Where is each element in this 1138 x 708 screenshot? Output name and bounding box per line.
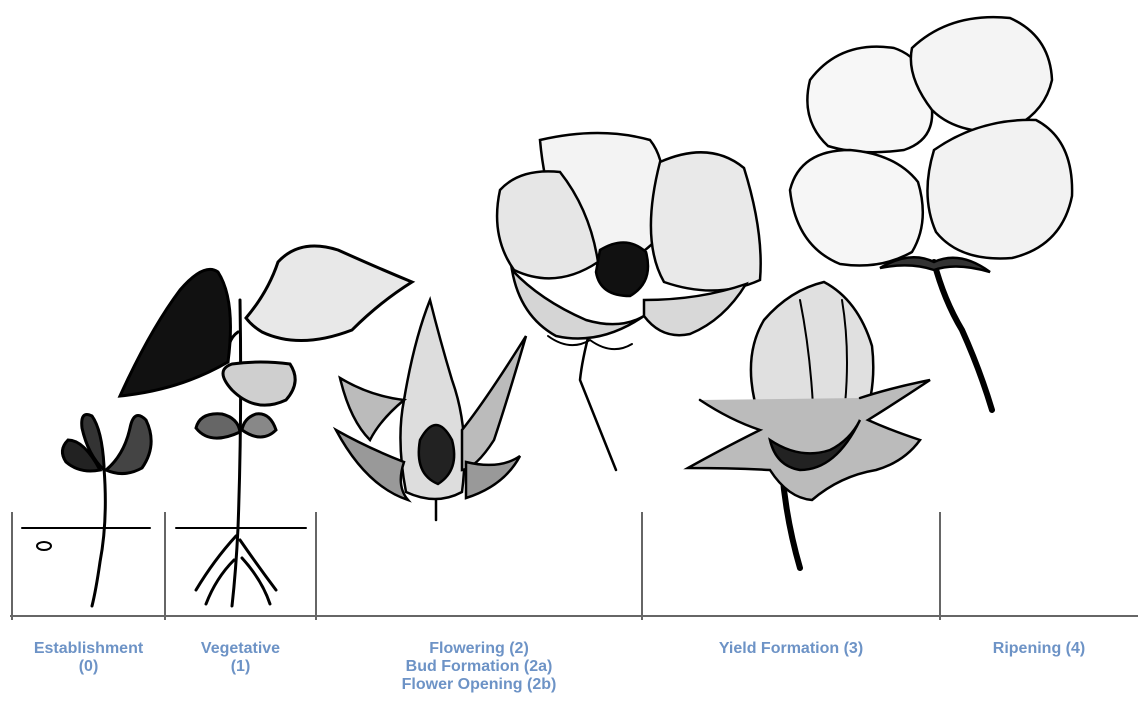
green-boll-icon bbox=[688, 282, 930, 568]
stage-label-line: Establishment bbox=[12, 640, 165, 658]
stage-label-flowering: Flowering (2) Bud Formation (2a) Flower … bbox=[316, 640, 642, 694]
stage-label-yield-formation: Yield Formation (3) bbox=[642, 640, 940, 658]
stage-label-vegetative: Vegetative (1) bbox=[165, 640, 316, 676]
stage-label-line: Flowering (2) bbox=[316, 640, 642, 658]
seedling-icon bbox=[22, 415, 151, 607]
stage-label-establishment: Establishment (0) bbox=[12, 640, 165, 676]
stage-label-line: Flower Opening (2b) bbox=[316, 676, 642, 694]
stage-label-line: Yield Formation (3) bbox=[642, 640, 940, 658]
stage-label-ripening: Ripening (4) bbox=[940, 640, 1138, 658]
stage-label-line: (1) bbox=[165, 658, 316, 676]
stage-label-line: Vegetative bbox=[165, 640, 316, 658]
flower-bud-icon bbox=[336, 300, 526, 520]
stage-label-line: Ripening (4) bbox=[940, 640, 1138, 658]
stage-label-line: Bud Formation (2a) bbox=[316, 658, 642, 676]
stage-label-line: (0) bbox=[12, 658, 165, 676]
open-flower-icon bbox=[497, 133, 761, 470]
